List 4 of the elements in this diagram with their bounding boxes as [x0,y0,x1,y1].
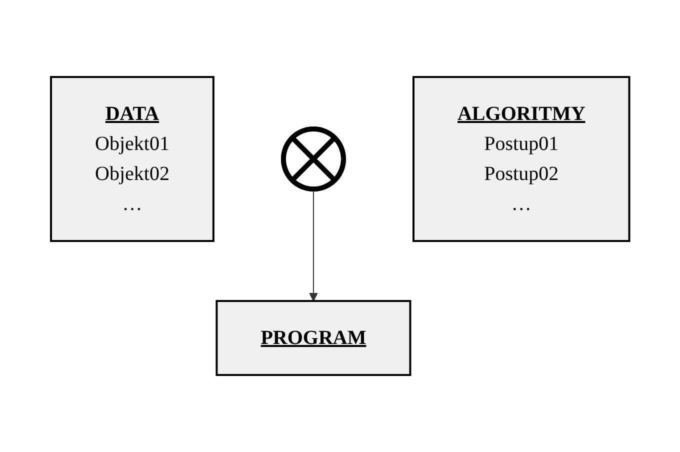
arrow [308,188,318,302]
node-box: ALGORITMY Postup01 Postup02 … [412,76,630,242]
node-box: DATA Objekt01 Objekt02 … [50,76,214,242]
node-box: PROGRAM [216,300,412,376]
